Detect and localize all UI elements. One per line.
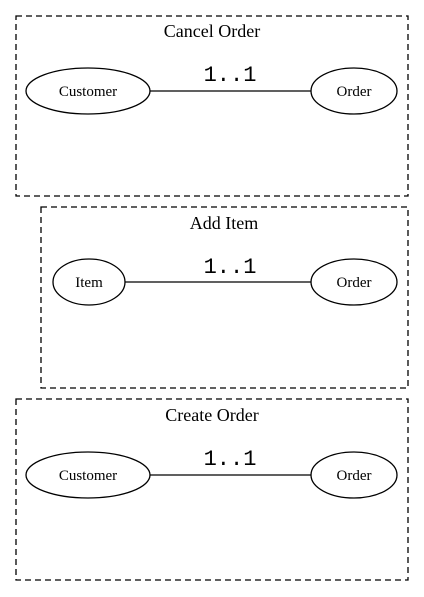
node-customer-label: Customer <box>59 84 117 100</box>
node-item <box>52 258 126 306</box>
frame-add-item: Add Item 1..1 Item Order <box>40 206 409 389</box>
node-order-label: Order <box>337 275 372 291</box>
frame-title: Add Item <box>190 213 258 233</box>
frame-title: Cancel Order <box>164 21 260 41</box>
frame-border <box>15 15 409 197</box>
frame-border <box>15 398 409 581</box>
node-order <box>310 258 398 306</box>
node-item-label: Item <box>75 275 103 291</box>
node-order <box>310 67 398 115</box>
node-order <box>310 451 398 499</box>
multiplicity-label: 1..1 <box>204 255 257 280</box>
node-customer-label: Customer <box>59 468 117 484</box>
frame-cancel-order: Cancel Order 1..1 Customer Order <box>15 15 409 197</box>
frame-title: Create Order <box>165 405 258 425</box>
frame-border <box>40 206 409 389</box>
node-order-label: Order <box>337 84 372 100</box>
node-order-label: Order <box>337 468 372 484</box>
multiplicity-label: 1..1 <box>204 63 257 88</box>
frame-create-order: Create Order 1..1 Customer Order <box>15 398 409 581</box>
multiplicity-label: 1..1 <box>204 447 257 472</box>
node-customer <box>25 67 151 115</box>
node-customer <box>25 451 151 499</box>
